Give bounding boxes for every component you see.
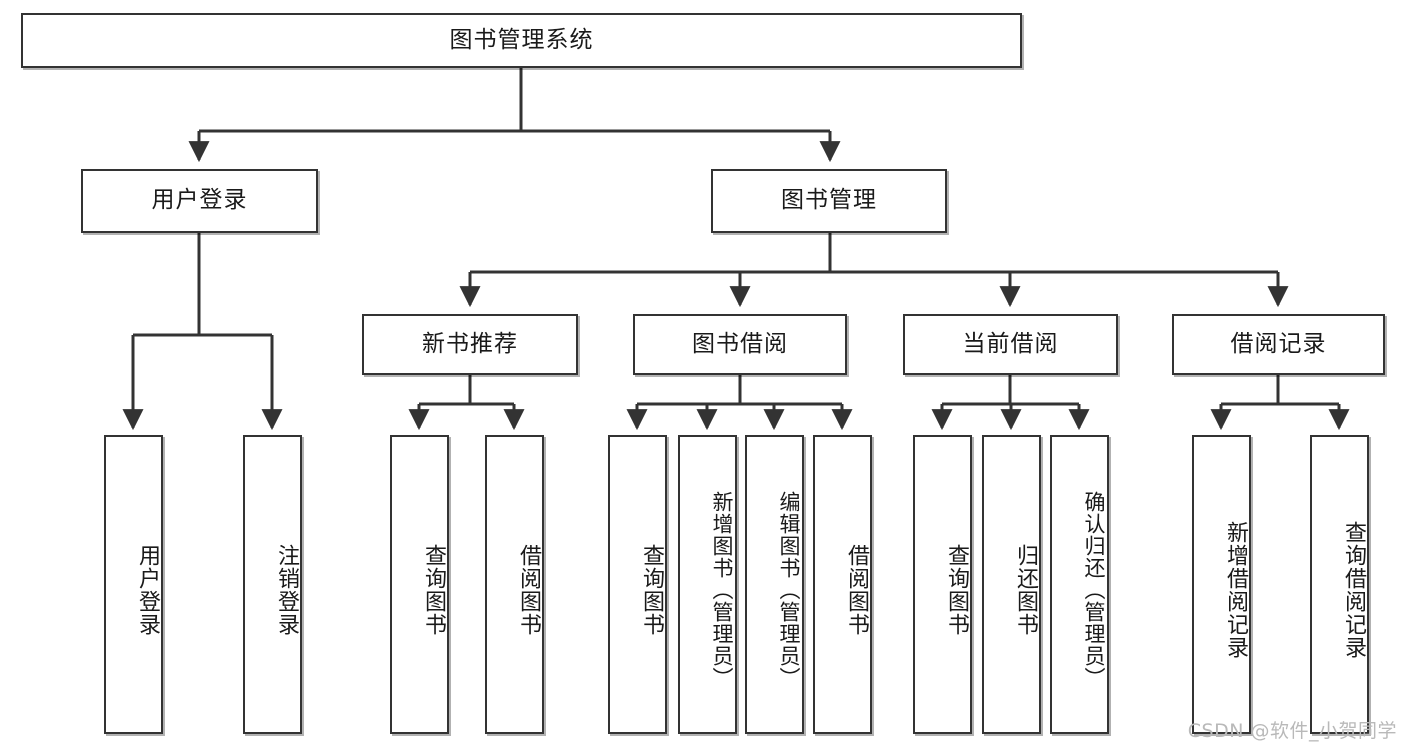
node-current-borrow-label: 当前借阅 [962, 330, 1059, 357]
node-leaf-user-login-label: 用户登录 [135, 543, 160, 636]
node-user-login-label: 用户登录 [151, 187, 248, 214]
node-leaf-borrow-book-1[interactable]: 借阅图书 [485, 435, 544, 734]
node-leaf-confirm-return-label: 确认归还（管理员） [1082, 490, 1106, 689]
node-leaf-logout-label: 注销登录 [274, 543, 299, 636]
node-leaf-return-book-label: 归还图书 [1013, 543, 1038, 636]
node-leaf-logout[interactable]: 注销登录 [243, 435, 302, 734]
node-leaf-query-book-2-label: 查询图书 [639, 543, 664, 636]
node-leaf-add-book-label: 新增图书（管理员） [710, 490, 734, 689]
node-book-management[interactable]: 图书管理 [711, 169, 947, 233]
node-current-borrow[interactable]: 当前借阅 [903, 314, 1118, 375]
node-book-borrow[interactable]: 图书借阅 [633, 314, 847, 375]
node-book-borrow-label: 图书借阅 [692, 330, 788, 357]
node-leaf-add-borrow-record-label: 新增借阅记录 [1223, 520, 1248, 659]
node-root-label: 图书管理系统 [449, 26, 594, 53]
node-leaf-add-book[interactable]: 新增图书（管理员） [678, 435, 737, 734]
node-borrow-record[interactable]: 借阅记录 [1172, 314, 1385, 375]
node-borrow-record-label: 借阅记录 [1230, 330, 1327, 357]
node-leaf-borrow-book-2[interactable]: 借阅图书 [813, 435, 872, 734]
node-leaf-query-borrow-record-label: 查询借阅记录 [1341, 520, 1366, 659]
node-leaf-query-book-1[interactable]: 查询图书 [390, 435, 449, 734]
node-leaf-edit-book-label: 编辑图书（管理员） [777, 490, 801, 689]
node-new-book-recommend-label: 新书推荐 [422, 330, 518, 357]
node-leaf-edit-book[interactable]: 编辑图书（管理员） [745, 435, 804, 734]
node-leaf-return-book[interactable]: 归还图书 [982, 435, 1041, 734]
node-user-login[interactable]: 用户登录 [81, 169, 318, 233]
node-leaf-query-book-3[interactable]: 查询图书 [913, 435, 972, 734]
node-leaf-query-borrow-record[interactable]: 查询借阅记录 [1310, 435, 1369, 734]
node-leaf-add-borrow-record[interactable]: 新增借阅记录 [1192, 435, 1251, 734]
node-leaf-query-book-3-label: 查询图书 [944, 543, 969, 636]
node-book-management-label: 图书管理 [781, 187, 877, 214]
node-root[interactable]: 图书管理系统 [21, 13, 1022, 68]
watermark: CSDN @软件_小贺同学 [1187, 720, 1397, 742]
node-leaf-borrow-book-1-label: 借阅图书 [516, 543, 541, 636]
node-leaf-query-book-1-label: 查询图书 [421, 543, 446, 636]
node-leaf-confirm-return[interactable]: 确认归还（管理员） [1050, 435, 1109, 734]
node-new-book-recommend[interactable]: 新书推荐 [362, 314, 578, 375]
node-leaf-borrow-book-2-label: 借阅图书 [844, 543, 869, 636]
node-leaf-user-login[interactable]: 用户登录 [104, 435, 163, 734]
node-leaf-query-book-2[interactable]: 查询图书 [608, 435, 667, 734]
